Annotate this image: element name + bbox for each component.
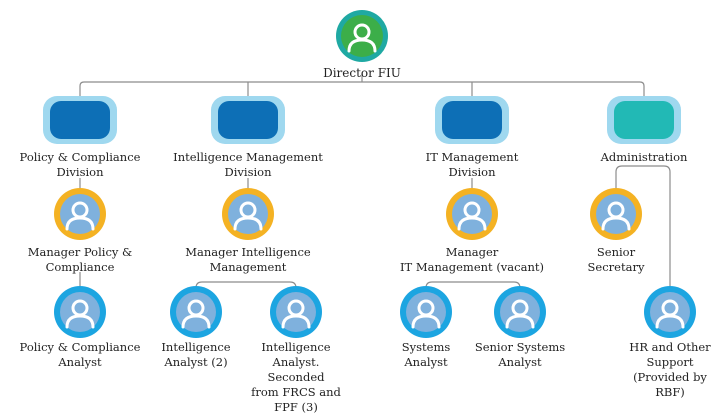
manager-label-intel: Manager Intelligence Management <box>185 245 311 274</box>
connector-director-divisions <box>79 81 645 96</box>
connector-admin-branch <box>615 165 671 288</box>
staff-label-policy-analyst: Policy & Compliance Analyst <box>19 340 141 369</box>
staff-node-senior-systems-analyst <box>494 286 546 338</box>
director-label: Director FIU <box>323 66 401 80</box>
manager-label-policy: Manager Policy & Compliance <box>27 245 133 274</box>
staff-label-hr-support: HR and Other Support (Provided by RBF) <box>629 340 711 399</box>
staff-node-policy-analyst <box>54 286 106 338</box>
secretary-label: Senior Secretary <box>587 245 645 274</box>
director-node <box>336 10 388 62</box>
staff-label-intel-analyst: Intelligence Analyst (2) <box>161 340 231 369</box>
staff-label-intel-seconded: Intelligence Analyst. Seconded from FRCS… <box>251 340 341 414</box>
manager-node-intel <box>222 188 274 240</box>
secretary-node <box>590 188 642 240</box>
division-label-intel: Intelligence Management Division <box>173 150 323 179</box>
division-label-admin: Administration <box>600 150 688 164</box>
division-box-admin <box>607 96 681 144</box>
staff-node-intel-seconded <box>270 286 322 338</box>
staff-label-senior-systems-analyst: Senior Systems Analyst <box>474 340 566 369</box>
division-box-intel <box>211 96 285 144</box>
manager-node-policy <box>54 188 106 240</box>
division-label-it: IT Management Division <box>425 150 519 179</box>
staff-label-systems-analyst: Systems Analyst <box>401 340 451 369</box>
staff-node-hr-support <box>644 286 696 338</box>
division-label-policy: Policy & Compliance Division <box>19 150 141 179</box>
manager-label-it: Manager IT Management (vacant) <box>400 245 544 274</box>
division-box-policy <box>43 96 117 144</box>
division-box-it <box>435 96 509 144</box>
staff-node-intel-analyst <box>170 286 222 338</box>
connector-intel-staff <box>195 281 297 298</box>
connector-lines <box>79 74 671 298</box>
manager-node-it <box>446 188 498 240</box>
staff-node-systems-analyst <box>400 286 452 338</box>
connector-it-staff <box>425 281 521 298</box>
